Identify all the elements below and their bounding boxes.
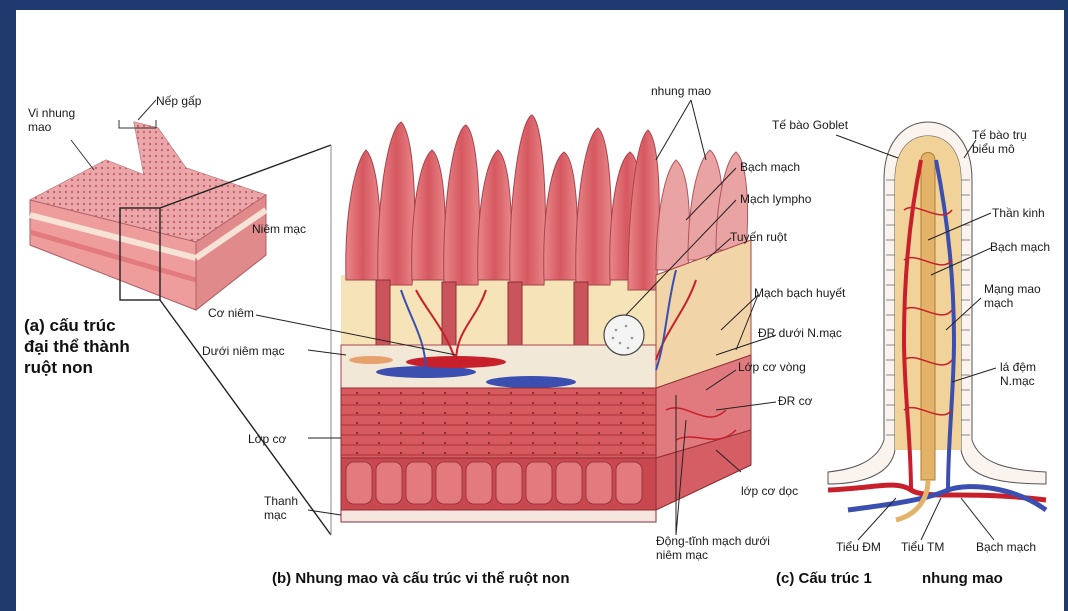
panel-c-caption-left: (c) Cấu trúc 1 bbox=[776, 570, 872, 588]
panel-c-caption-right: nhung mao bbox=[922, 570, 1003, 588]
label-dr-duoi-nmac: ĐR dưới N.mạc bbox=[758, 326, 842, 340]
label-la-dem: lá đệm N.mạc bbox=[1000, 360, 1050, 388]
label-bach-mach: Bạch mạch bbox=[740, 160, 800, 174]
label-mach-bach-huyet: Mạch bạch huyết bbox=[754, 286, 845, 300]
label-bach-mach-bottom: Bạch mạch bbox=[976, 540, 1036, 554]
label-than-kinh: Thần kinh bbox=[992, 206, 1045, 220]
panel-b-block bbox=[256, 100, 776, 535]
diagram-frame: Vi nhung mao Nếp gấp (a) cấu trúc đại th… bbox=[16, 10, 1064, 611]
panel-b-caption: (b) Nhung mao và cấu trúc vi thể ruột no… bbox=[272, 570, 570, 588]
label-dr-co: ĐR cơ bbox=[778, 394, 813, 408]
label-te-bao-goblet: Tế bào Goblet bbox=[772, 118, 848, 132]
label-mang-mao-mach: Mạng mao mạch bbox=[984, 282, 1044, 310]
label-dong-tinh-mach: Động-tĩnh mạch dưới niêm mạc bbox=[656, 534, 776, 562]
label-thanh-mac: Thanh mạc bbox=[264, 494, 312, 522]
label-tuyen-ruot: Tuyến ruột bbox=[730, 230, 787, 244]
panel-c-villus bbox=[828, 122, 1046, 540]
label-te-bao-tru: Tế bào trụ biểu mô bbox=[972, 128, 1052, 156]
label-nep-gap: Nếp gấp bbox=[156, 94, 201, 108]
label-niem-mac: Niêm mạc bbox=[252, 222, 306, 236]
label-vi-nhung-mao: Vi nhung mao bbox=[28, 106, 90, 134]
label-nhung-mao: nhung mao bbox=[651, 84, 711, 98]
label-mach-lympho: Mạch lympho bbox=[740, 192, 811, 206]
label-lop-co-doc: lớp cơ dọc bbox=[741, 484, 798, 498]
panel-a-caption: (a) cấu trúc đại thể thành ruột non bbox=[24, 315, 134, 378]
label-duoi-niem-mac: Dưới niêm mạc bbox=[202, 344, 285, 358]
label-lop-co: Lớp cơ bbox=[248, 432, 286, 446]
label-co-niem: Cơ niêm bbox=[208, 306, 254, 320]
label-lop-co-vong: Lớp cơ vòng bbox=[738, 360, 806, 374]
label-bach-mach-c: Bạch mạch bbox=[990, 240, 1050, 254]
label-tieu-tm: Tiểu TM bbox=[901, 540, 944, 554]
label-tieu-dm: Tiểu ĐM bbox=[836, 540, 881, 554]
